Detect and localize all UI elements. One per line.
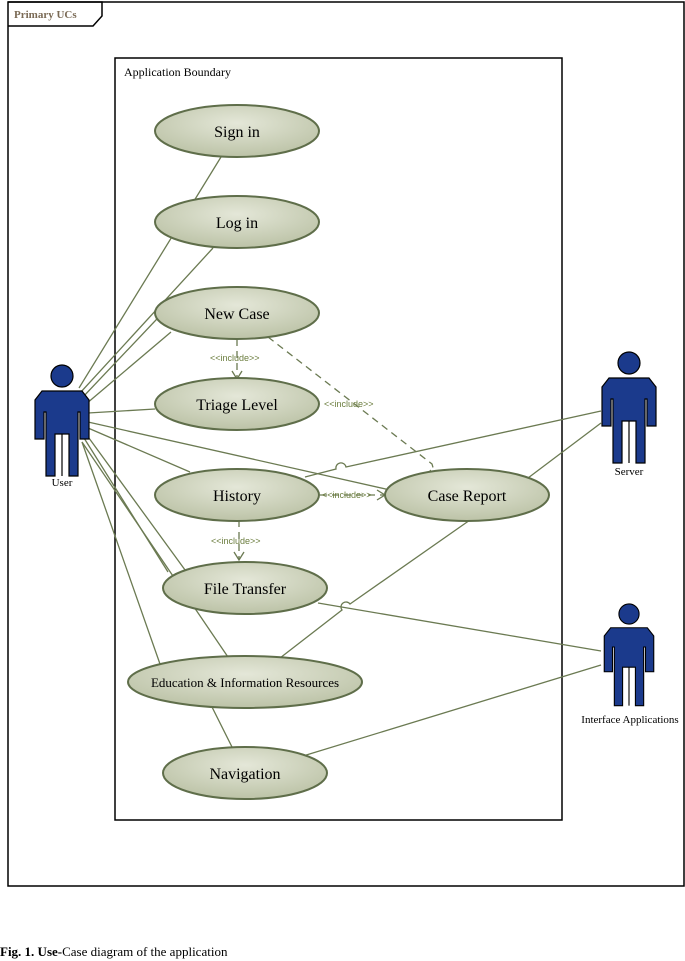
usecase-navigation: Navigation xyxy=(162,746,328,800)
usecase-education: Education & Information Resources xyxy=(127,655,363,709)
include-label-history: <<include>> xyxy=(322,490,372,500)
actor-interface-applications: Interface Applications xyxy=(581,603,679,726)
actor-interface-applications-label: Interface Applications xyxy=(581,714,678,726)
actor-server-label: Server xyxy=(615,466,644,478)
include-relations: <<include>> <<include>> <<include>> <<in… xyxy=(210,336,441,562)
actor-interface-applications-figure xyxy=(603,603,655,707)
use-cases: Sign in Log in New Case Triage Level His… xyxy=(127,104,550,800)
actor-server: Server xyxy=(601,351,657,478)
figure-caption: Fig. 1. Use-Case diagram of the applicat… xyxy=(0,944,227,960)
usecase-file-transfer: File Transfer xyxy=(162,561,328,615)
actor-user-label: User xyxy=(52,477,73,489)
usecase-navigation-label: Navigation xyxy=(209,766,280,783)
include-label-triage: <<include>> xyxy=(210,353,260,363)
include-label-case-report: <<include>> xyxy=(324,399,374,409)
actor-server-figure xyxy=(601,351,657,464)
usecase-file-transfer-label: File Transfer xyxy=(204,581,287,598)
usecase-triage-level: Triage Level xyxy=(154,377,320,431)
usecase-sign-in: Sign in xyxy=(154,104,320,158)
usecase-history: History xyxy=(154,468,320,522)
usecase-new-case-label: New Case xyxy=(204,306,269,323)
actor-user-figure xyxy=(34,364,90,477)
boundary-label: Application Boundary xyxy=(124,65,231,79)
application-boundary: Application Boundary xyxy=(114,57,563,821)
caption-text: Case diagram of the application xyxy=(62,944,228,959)
usecase-case-report-label: Case Report xyxy=(428,488,507,505)
frame-tab xyxy=(8,1,103,27)
actor-user: User xyxy=(34,364,90,489)
usecase-sign-in-label: Sign in xyxy=(214,124,260,141)
user-associations xyxy=(78,156,391,665)
include-label-file-transfer: <<include>> xyxy=(211,536,261,546)
caption-prefix: Fig. 1. Use- xyxy=(0,944,63,959)
usecase-log-in-label: Log in xyxy=(216,215,258,232)
usecase-log-in: Log in xyxy=(154,195,320,249)
frame: Primary UCs xyxy=(7,1,685,887)
usecase-case-report: Case Report xyxy=(384,468,550,522)
usecase-triage-level-label: Triage Level xyxy=(196,397,278,414)
other-associations xyxy=(211,410,602,757)
usecase-new-case: New Case xyxy=(154,286,320,340)
frame-label: Primary UCs xyxy=(14,9,77,21)
usecase-history-label: History xyxy=(213,488,261,505)
usecase-education-label: Education & Information Resources xyxy=(151,675,339,690)
